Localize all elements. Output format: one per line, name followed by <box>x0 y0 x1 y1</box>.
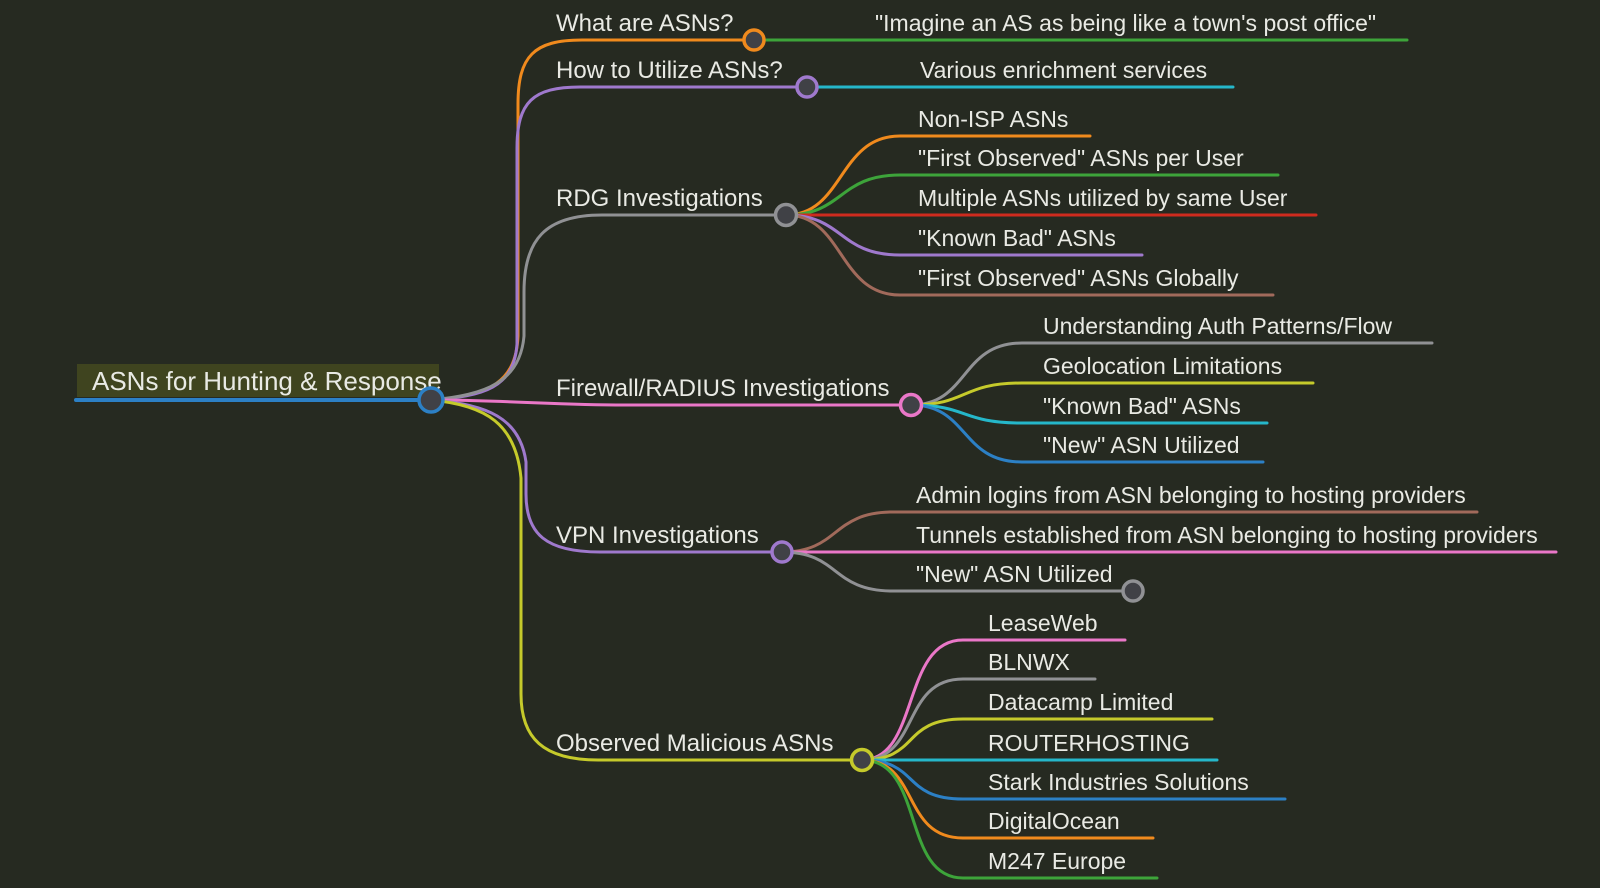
label-multiple-asns-same-user[interactable]: Multiple ASNs utilized by same User <box>918 185 1288 211</box>
label-routerhosting[interactable]: ROUTERHOSTING <box>988 730 1190 756</box>
edge-mal-blnwx <box>860 677 1097 762</box>
edge-rdg-nonisp <box>784 134 1092 217</box>
label-leaseweb[interactable]: LeaseWeb <box>988 610 1098 636</box>
label-digitalocean[interactable]: DigitalOcean <box>988 808 1120 834</box>
label-quote[interactable]: "Imagine an AS as being like a town's po… <box>875 10 1376 36</box>
root-node-box <box>77 364 439 397</box>
edge-mal-leaseweb <box>860 638 1127 762</box>
edge-fw-geo <box>909 381 1315 407</box>
node-root: ASNs for Hunting & Response <box>74 364 445 414</box>
label-stark-industries[interactable]: Stark Industries Solutions <box>988 769 1249 795</box>
label-vpn-new-asn-utilized[interactable]: "New" ASN Utilized <box>916 561 1113 587</box>
label-non-isp-asns[interactable]: Non-ISP ASNs <box>918 106 1068 132</box>
node-circle-firewall-radius[interactable] <box>898 392 924 418</box>
label-firewall-radius-investigations[interactable]: Firewall/RADIUS Investigations <box>556 375 889 402</box>
label-datacamp-limited[interactable]: Datacamp Limited <box>988 689 1173 715</box>
edge-rdg-first-user <box>784 173 1280 217</box>
edge-root-rdg <box>429 213 778 402</box>
edge-mal-datacamp <box>860 717 1214 762</box>
node-circle-what-are-asns[interactable] <box>742 28 766 52</box>
edge-vpn-admin <box>780 510 1479 554</box>
label-admin-logins-hosting[interactable]: Admin logins from ASN belonging to hosti… <box>916 482 1466 508</box>
label-fw-known-bad-asns[interactable]: "Known Bad" ASNs <box>1043 393 1241 419</box>
edge-root-malicious <box>429 398 853 762</box>
label-first-observed-per-user[interactable]: "First Observed" ASNs per User <box>918 145 1244 171</box>
label-observed-malicious-asns[interactable]: Observed Malicious ASNs <box>556 730 833 757</box>
edge-rdg-known-bad <box>784 213 1144 257</box>
edge-root-how <box>429 85 798 402</box>
label-first-observed-globally[interactable]: "First Observed" ASNs Globally <box>918 265 1239 291</box>
root-node-label[interactable]: ASNs for Hunting & Response <box>92 366 442 396</box>
edge-fw-auth <box>909 341 1434 407</box>
edge-root-firewall <box>441 398 902 407</box>
label-m247-europe[interactable]: M247 Europe <box>988 848 1126 874</box>
edge-root-vpn <box>429 398 773 554</box>
label-what-are-asns[interactable]: What are ASNs? <box>556 10 733 37</box>
node-circle-vpn-new-asn[interactable] <box>1121 579 1145 603</box>
root-node-circle[interactable] <box>417 386 445 414</box>
label-fw-new-asn-utilized[interactable]: "New" ASN Utilized <box>1043 432 1240 458</box>
edge-mal-m247 <box>860 758 1159 880</box>
label-vpn-investigations[interactable]: VPN Investigations <box>556 522 759 549</box>
edge-vpn-new-asn <box>780 550 1124 593</box>
node-circle-rdg[interactable] <box>773 202 799 228</box>
label-tunnels-hosting[interactable]: Tunnels established from ASN belonging t… <box>916 522 1538 548</box>
node-circle-how-to-utilize[interactable] <box>795 75 819 99</box>
edge-fw-new-asn <box>909 403 1265 464</box>
label-rdg-investigations[interactable]: RDG Investigations <box>556 185 763 212</box>
label-geolocation-limitations[interactable]: Geolocation Limitations <box>1043 353 1282 379</box>
edge-rdg-first-global <box>784 213 1275 297</box>
label-rdg-known-bad-asns[interactable]: "Known Bad" ASNs <box>918 225 1116 251</box>
label-various-enrichment-services[interactable]: Various enrichment services <box>920 57 1207 83</box>
node-circle-observed-malicious[interactable] <box>849 747 875 773</box>
label-understanding-auth-patterns[interactable]: Understanding Auth Patterns/Flow <box>1043 313 1392 339</box>
edge-root-what <box>429 38 746 402</box>
node-circle-vpn[interactable] <box>770 540 794 564</box>
label-how-to-utilize[interactable]: How to Utilize ASNs? <box>556 57 783 84</box>
edge-fw-known-bad <box>909 403 1269 425</box>
label-blnwx[interactable]: BLNWX <box>988 649 1070 675</box>
